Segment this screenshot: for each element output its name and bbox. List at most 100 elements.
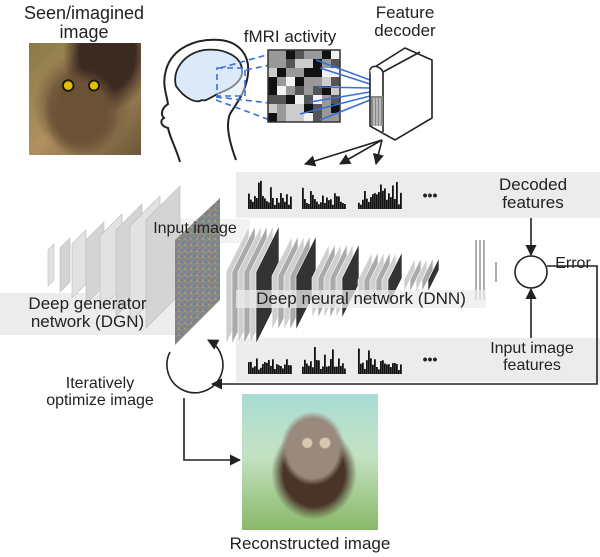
histogram-bar	[396, 364, 398, 374]
decoded-features-label-line1: Decoded	[498, 175, 568, 194]
fmri-voxel	[286, 68, 295, 77]
fmri-voxel	[295, 50, 304, 59]
fmri-voxel	[277, 113, 286, 122]
histogram-bar	[308, 365, 310, 374]
fmri-voxel	[295, 59, 304, 68]
histogram-bar	[330, 199, 332, 209]
histogram-bar	[320, 202, 322, 209]
histogram-bar	[280, 193, 282, 209]
decoded-features-band	[236, 172, 600, 218]
histogram-bar	[376, 194, 378, 209]
histogram-bar	[344, 368, 346, 374]
histogram-bar	[334, 366, 336, 374]
fmri-voxel	[268, 95, 277, 104]
histogram-bar	[278, 202, 280, 209]
error-comparator	[514, 255, 548, 289]
dgn-layers	[47, 185, 181, 329]
histogram-bar	[340, 201, 342, 209]
seen-image-label: Seen/imagined image	[14, 4, 154, 42]
dgn-layer	[71, 229, 87, 299]
fmri-voxel	[322, 86, 331, 95]
fmri-voxel	[304, 50, 313, 59]
fmri-voxel	[304, 59, 313, 68]
histogram-bar	[270, 365, 272, 374]
histogram-bar	[270, 187, 272, 209]
histogram-bar	[358, 202, 360, 209]
optimize-loop-icon	[166, 339, 224, 394]
histogram-bar	[368, 201, 370, 209]
histogram-bar	[316, 201, 318, 209]
histogram-bar	[254, 366, 256, 374]
seen-image-label-line2: image	[59, 21, 109, 42]
histogram-bar	[276, 364, 278, 374]
fmri-voxel	[304, 113, 313, 122]
iterative-optimize-label-line2: optimize image	[46, 391, 154, 409]
histogram-bar	[264, 362, 266, 374]
fmri-voxel	[322, 68, 331, 77]
histogram-bar	[260, 367, 262, 374]
histogram-bar	[264, 198, 266, 209]
histogram-bar	[398, 369, 400, 374]
histogram-bar	[322, 366, 324, 374]
histogram-bar	[256, 358, 258, 374]
histogram-bar	[328, 366, 330, 374]
histogram-bar	[358, 348, 360, 374]
histogram-bar	[306, 363, 308, 374]
histogram-bar	[396, 182, 398, 209]
histogram-bar	[330, 358, 332, 374]
fmri-voxel	[304, 68, 313, 77]
fmri-voxel	[277, 86, 286, 95]
seen-image	[29, 43, 141, 155]
iterative-optimize-label-line1: Iteratively	[65, 375, 135, 392]
decoder-output-arrows	[303, 139, 384, 167]
input-image-features-label: Input image features	[474, 340, 590, 375]
histogram-bar	[290, 365, 292, 374]
histogram-bar	[338, 358, 340, 374]
histogram-bar	[364, 368, 366, 374]
dnn-label: Deep neural network (DNN)	[236, 290, 486, 308]
histogram-bar	[256, 197, 258, 209]
histogram-bar	[342, 363, 344, 374]
histogram-bar	[286, 359, 288, 374]
reconstructed-image	[242, 394, 378, 530]
histogram-bar	[334, 193, 336, 209]
fmri-voxel	[268, 59, 277, 68]
fmri-voxel	[331, 104, 340, 113]
histogram-bar	[366, 198, 368, 209]
fmri-voxel	[295, 68, 304, 77]
fmri-voxel	[295, 86, 304, 95]
histogram-bar	[312, 367, 314, 374]
histogram-bar	[366, 360, 368, 374]
dgn-label-line1: Deep generator	[28, 294, 147, 313]
histogram-bar	[290, 196, 292, 209]
decoded-features-label: Decoded features	[478, 176, 588, 212]
histogram-bar	[316, 360, 318, 374]
histogram-bar	[288, 365, 290, 374]
histogram-bar	[262, 196, 264, 209]
histogram-bar	[380, 184, 382, 209]
histogram-bar	[282, 197, 284, 209]
histogram-bar	[372, 364, 374, 374]
histogram-bar	[258, 182, 260, 209]
fmri-voxel	[295, 104, 304, 113]
fmri-voxel	[304, 95, 313, 104]
histogram-bar	[370, 358, 372, 374]
fmri-voxel	[331, 95, 340, 104]
dgn-label: Deep generator network (DGN)	[0, 295, 175, 331]
fmri-voxel	[268, 86, 277, 95]
reconstructed-image-label: Reconstructed image	[229, 534, 391, 553]
histogram-bar	[266, 201, 268, 209]
histogram-bar	[372, 194, 374, 209]
histogram-bar	[288, 204, 290, 209]
histogram-bar	[308, 204, 310, 209]
histogram-bar	[332, 204, 334, 209]
histogram-bar	[384, 188, 386, 209]
histogram-bar	[388, 193, 390, 209]
histogram-bar	[306, 202, 308, 209]
histogram-bar	[258, 369, 260, 374]
histogram-bar	[272, 359, 274, 374]
dgn-label-line2: network (DGN)	[30, 311, 145, 331]
fmri-voxel	[313, 68, 322, 77]
histogram-bar	[390, 197, 392, 209]
